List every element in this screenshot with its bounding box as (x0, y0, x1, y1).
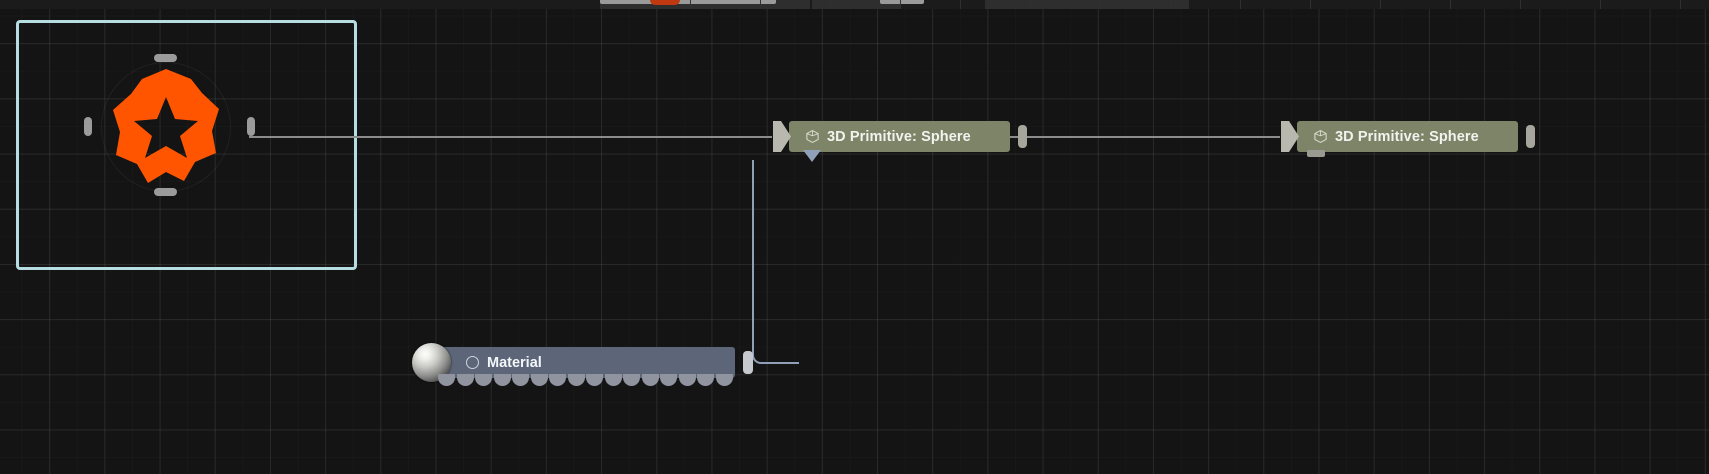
material-parameter-port[interactable] (715, 374, 733, 386)
orange-marker-icon[interactable] (650, 0, 680, 5)
material-parameter-port[interactable] (604, 374, 622, 386)
node-material-input-port[interactable] (803, 150, 821, 162)
strip-bar-right[interactable] (880, 0, 924, 4)
material-parameter-port[interactable] (660, 374, 678, 386)
strip-tick (960, 0, 961, 9)
circle-icon (466, 356, 479, 369)
cube-icon (1314, 130, 1327, 143)
node-3d-primitive-sphere-1[interactable]: 3D Primitive: Sphere (773, 121, 1027, 162)
node-title-label: 3D Primitive: Sphere (827, 128, 971, 145)
node-3d-primitive-sphere-2[interactable]: 3D Primitive: Sphere (1281, 121, 1535, 157)
material-parameter-port[interactable] (697, 374, 715, 386)
strip-tick (1600, 0, 1601, 9)
material-parameter-port[interactable] (438, 374, 455, 386)
strip-tick (1310, 0, 1311, 9)
material-parameter-ports[interactable] (438, 374, 733, 387)
strip-tick (1450, 0, 1451, 9)
strip-tick (1680, 0, 1681, 9)
node-title-label: 3D Primitive: Sphere (1335, 128, 1479, 145)
strip-bar-left[interactable] (600, 0, 776, 4)
strip-tick (1240, 0, 1241, 9)
node-bottom-stub (1307, 150, 1325, 157)
material-parameter-port[interactable] (549, 374, 567, 386)
material-parameter-port[interactable] (475, 374, 493, 386)
strip-tick (1380, 0, 1381, 9)
star-node-port-bottom[interactable] (154, 188, 177, 196)
strip-segment-right (985, 0, 1189, 9)
wire-sphere1-to-sphere2[interactable] (1010, 136, 1280, 138)
material-parameter-port[interactable] (567, 374, 585, 386)
cube-icon (806, 130, 819, 143)
material-parameter-port[interactable] (623, 374, 641, 386)
node-material[interactable]: Material (412, 343, 753, 382)
star-flower-icon (113, 69, 219, 183)
strip-tick (690, 0, 691, 9)
strip-tick (830, 0, 831, 9)
strip-tick (1030, 0, 1031, 9)
material-parameter-port[interactable] (530, 374, 548, 386)
node-output-port[interactable] (1526, 125, 1535, 148)
wire-material-to-sphere1[interactable] (752, 160, 799, 364)
toolbar-strip-fragment[interactable] (0, 0, 1709, 9)
material-parameter-port[interactable] (586, 374, 604, 386)
strip-tick (1170, 0, 1171, 9)
strip-tick (760, 0, 761, 9)
strip-tick (1100, 0, 1101, 9)
material-parameter-port[interactable] (456, 374, 474, 386)
strip-tick (1520, 0, 1521, 9)
node-title-label: Material (487, 354, 542, 371)
material-parameter-port[interactable] (678, 374, 696, 386)
material-parameter-port[interactable] (641, 374, 659, 386)
strip-segment-mid (812, 0, 900, 9)
star-node-port-top[interactable] (154, 54, 177, 62)
strip-tick (900, 0, 901, 9)
star-node-port-right[interactable] (247, 117, 255, 136)
node-input-arrow-icon[interactable] (773, 121, 791, 152)
star-flower-node[interactable] (84, 54, 256, 196)
wire-star-to-sphere1[interactable] (249, 136, 772, 138)
strip-segment-left (600, 0, 810, 9)
node-output-port[interactable] (743, 351, 753, 374)
material-parameter-port[interactable] (512, 374, 530, 386)
node-output-port[interactable] (1018, 125, 1027, 148)
selection-rectangle[interactable] (16, 20, 357, 270)
star-node-port-left[interactable] (84, 117, 92, 136)
node-input-arrow-icon[interactable] (1281, 121, 1299, 152)
material-parameter-port[interactable] (493, 374, 511, 386)
